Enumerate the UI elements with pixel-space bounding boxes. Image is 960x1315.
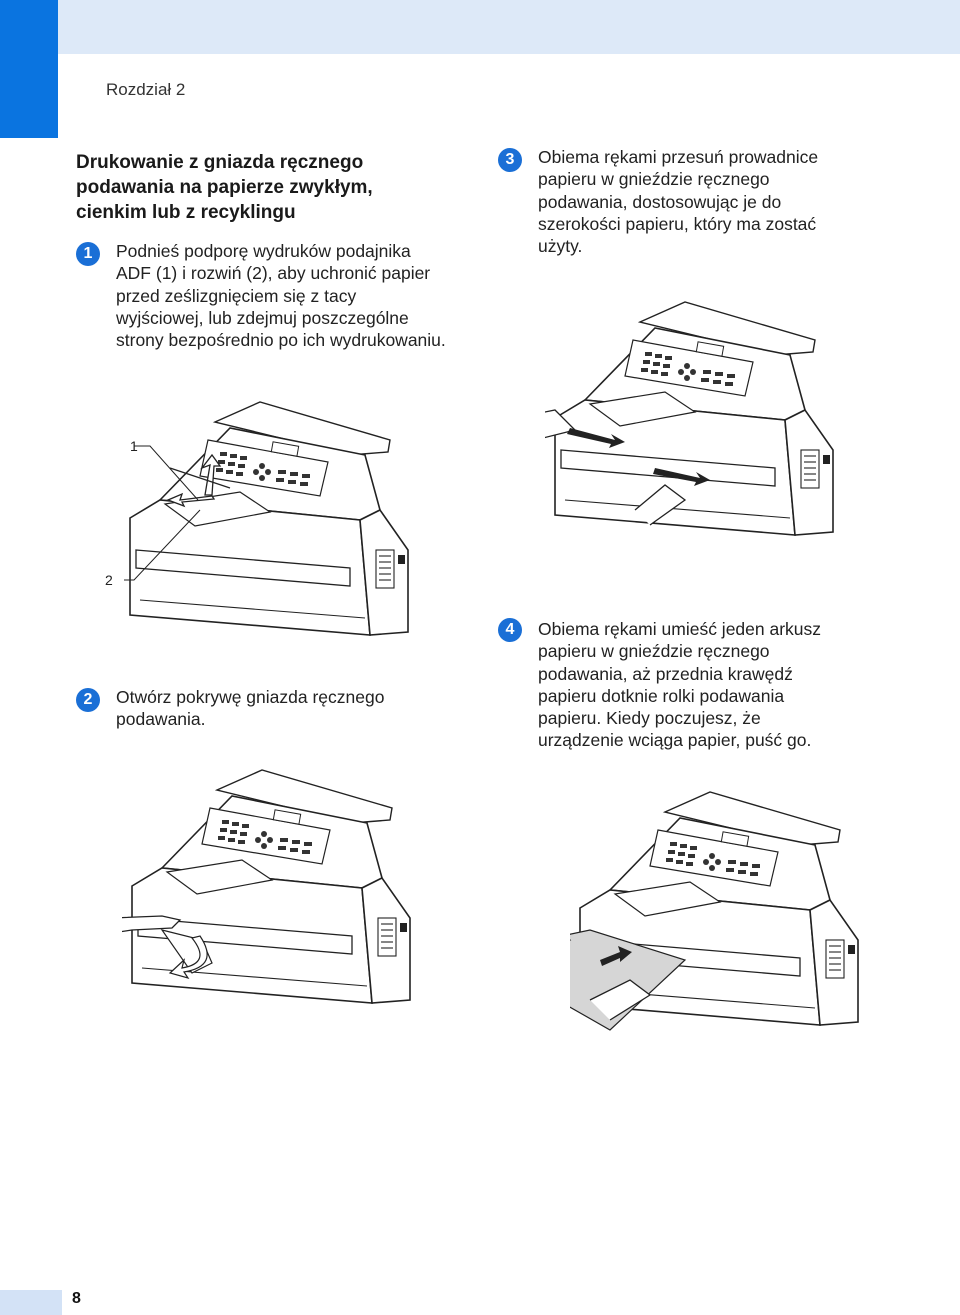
callout-2: 2 [105, 572, 113, 588]
page-number-tab [0, 1290, 62, 1315]
arrow-up-icon [200, 453, 222, 496]
callout-lines [124, 445, 201, 581]
page-number: 8 [72, 1290, 81, 1307]
arrow-guide-right-icon [653, 468, 710, 486]
arrow-insert-icon [600, 946, 632, 966]
top-band [0, 0, 960, 54]
printer-figure-adjust-guides [545, 300, 845, 570]
arrow-left-icon [166, 492, 216, 508]
curved-arrow-icon [168, 935, 208, 980]
step-4-marker: 4 [498, 618, 522, 642]
section-title: Drukowanie z gniazda ręcznego podawania … [76, 152, 373, 223]
printer-figure-adf-support [120, 400, 420, 650]
chapter-label: Rozdział 2 [106, 80, 186, 99]
step-1-text: Podnieś podporę wydruków podajnika ADF (… [116, 241, 446, 351]
step-3-text: Obiema rękami przesuń prowadnice papieru… [538, 147, 819, 257]
printer-figure-insert-paper [570, 790, 870, 1040]
step-3-marker: 3 [498, 148, 522, 172]
step-1-marker: 1 [76, 242, 100, 266]
callout-1: 1 [130, 438, 138, 454]
step-4-text: Obiema rękami umieść jeden arkusz papier… [538, 619, 822, 751]
step-2-text: Otwórz pokrywę gniazda ręcznego podawani… [116, 687, 385, 730]
arrow-guide-left-icon [567, 428, 625, 448]
chapter-tab [0, 0, 58, 138]
printer-figure-open-cover [122, 768, 422, 1018]
step-2-marker: 2 [76, 688, 100, 712]
